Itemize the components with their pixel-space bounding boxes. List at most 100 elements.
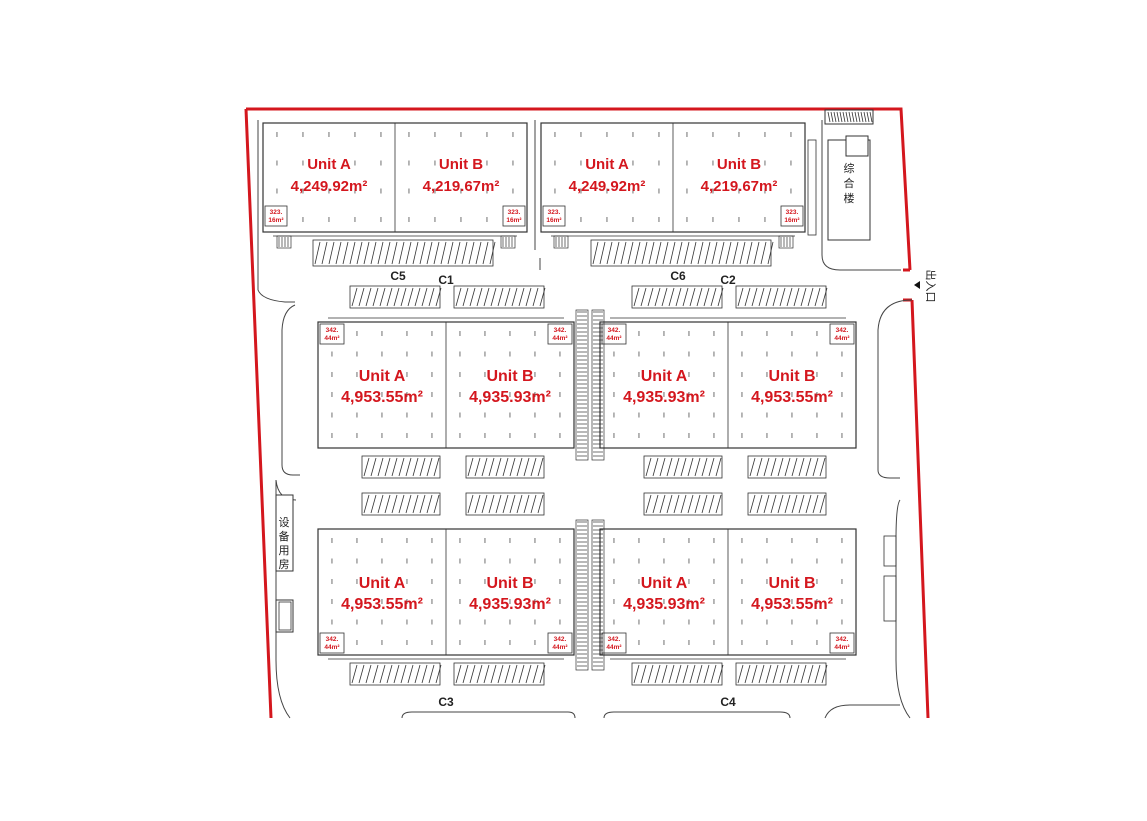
- svg-text:I: I: [841, 351, 843, 358]
- svg-text:I: I: [509, 413, 511, 420]
- svg-text:I: I: [331, 620, 333, 627]
- svg-text:I: I: [534, 433, 536, 440]
- svg-text:I: I: [484, 620, 486, 627]
- svg-text:I: I: [559, 351, 561, 358]
- svg-text:I: I: [766, 413, 768, 420]
- svg-text:I: I: [766, 620, 768, 627]
- svg-text:I: I: [381, 392, 383, 399]
- svg-text:I: I: [459, 331, 461, 338]
- svg-text:I: I: [841, 620, 843, 627]
- svg-text:I: I: [434, 132, 436, 139]
- unit-name: Unit A: [585, 156, 629, 173]
- svg-text:I: I: [459, 372, 461, 379]
- svg-text:I: I: [816, 599, 818, 606]
- svg-text:I: I: [638, 433, 640, 440]
- svg-text:I: I: [816, 620, 818, 627]
- block-label-c6: C6: [670, 269, 686, 283]
- svg-text:I: I: [408, 160, 410, 167]
- svg-text:I: I: [580, 132, 582, 139]
- svg-text:I: I: [406, 599, 408, 606]
- corner-area-line2: 44m²: [324, 335, 340, 342]
- svg-text:I: I: [613, 351, 615, 358]
- corner-area-line2: 44m²: [552, 644, 568, 651]
- corner-office-right: 323.16m²: [780, 205, 804, 227]
- svg-text:I: I: [459, 579, 461, 586]
- svg-text:I: I: [460, 217, 462, 224]
- svg-text:I: I: [559, 558, 561, 565]
- svg-text:I: I: [509, 351, 511, 358]
- unit-name: Unit B: [439, 156, 483, 173]
- svg-text:I: I: [688, 372, 690, 379]
- unit-name: Unit A: [307, 156, 351, 173]
- svg-text:I: I: [459, 351, 461, 358]
- svg-text:I: I: [663, 351, 665, 358]
- svg-text:I: I: [741, 620, 743, 627]
- svg-text:I: I: [408, 132, 410, 139]
- corner-area-line1: 323.: [786, 209, 799, 216]
- svg-text:I: I: [331, 579, 333, 586]
- svg-text:I: I: [486, 160, 488, 167]
- svg-text:I: I: [816, 392, 818, 399]
- svg-text:I: I: [686, 132, 688, 139]
- svg-text:I: I: [606, 132, 608, 139]
- svg-text:I: I: [302, 217, 304, 224]
- corner-office-right: 342.44m²: [829, 632, 855, 654]
- svg-text:I: I: [841, 433, 843, 440]
- building-c6: IIIIIIIIIIIIIIIIIIIIIIIIIIIIIIIIIIIIIIII…: [540, 122, 806, 267]
- corner-office-left: 342.44m²: [601, 323, 627, 345]
- corner-office-left: 342.44m²: [319, 632, 345, 654]
- svg-text:I: I: [459, 392, 461, 399]
- svg-text:I: I: [638, 392, 640, 399]
- svg-text:I: I: [381, 351, 383, 358]
- svg-text:I: I: [741, 392, 743, 399]
- svg-text:I: I: [408, 189, 410, 196]
- svg-text:I: I: [606, 160, 608, 167]
- unit-name: Unit A: [641, 368, 688, 385]
- svg-text:I: I: [841, 599, 843, 606]
- svg-text:I: I: [356, 640, 358, 647]
- office-label-3: 楼: [844, 191, 855, 205]
- svg-text:I: I: [509, 620, 511, 627]
- svg-text:I: I: [713, 351, 715, 358]
- svg-text:I: I: [484, 392, 486, 399]
- svg-text:I: I: [663, 599, 665, 606]
- loading-docks: [631, 285, 828, 479]
- svg-text:I: I: [638, 640, 640, 647]
- svg-text:I: I: [512, 132, 514, 139]
- corner-area-line1: 342.: [326, 636, 339, 643]
- svg-text:I: I: [790, 189, 792, 196]
- svg-text:I: I: [534, 558, 536, 565]
- svg-text:I: I: [663, 331, 665, 338]
- svg-text:I: I: [841, 558, 843, 565]
- block-label-c4: C4: [720, 695, 736, 709]
- svg-text:I: I: [738, 189, 740, 196]
- svg-text:I: I: [791, 372, 793, 379]
- svg-text:I: I: [791, 413, 793, 420]
- equipment-label-2: 备: [279, 529, 290, 543]
- svg-text:I: I: [380, 217, 382, 224]
- svg-text:I: I: [791, 331, 793, 338]
- svg-text:I: I: [741, 372, 743, 379]
- svg-text:I: I: [406, 620, 408, 627]
- corner-area-line1: 342.: [608, 636, 621, 643]
- svg-text:I: I: [356, 372, 358, 379]
- svg-text:I: I: [688, 413, 690, 420]
- svg-text:I: I: [534, 640, 536, 647]
- svg-text:I: I: [791, 433, 793, 440]
- svg-text:I: I: [741, 413, 743, 420]
- svg-text:I: I: [658, 132, 660, 139]
- block-label-c2: C2: [720, 273, 736, 287]
- svg-text:I: I: [509, 599, 511, 606]
- svg-text:I: I: [431, 392, 433, 399]
- svg-text:I: I: [764, 132, 766, 139]
- svg-text:I: I: [276, 160, 278, 167]
- unit-area: 4,935.93m²: [623, 389, 705, 406]
- corner-office-right: 342.44m²: [547, 632, 573, 654]
- svg-text:I: I: [331, 558, 333, 565]
- svg-text:I: I: [431, 538, 433, 545]
- svg-text:I: I: [559, 620, 561, 627]
